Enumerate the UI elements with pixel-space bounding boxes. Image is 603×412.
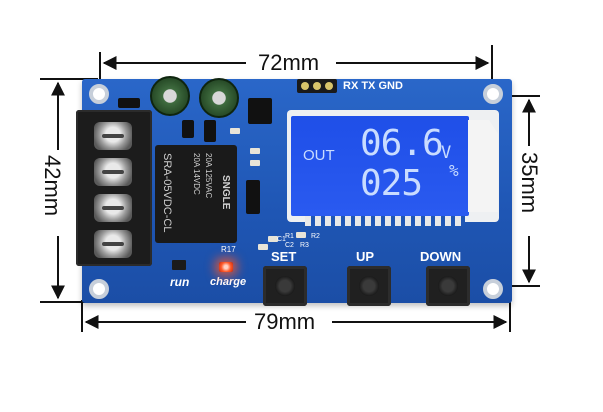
label-up: UP bbox=[356, 249, 375, 264]
dimension-bottom-width: 79mm bbox=[254, 309, 316, 334]
lcd-voltage-unit: V bbox=[441, 143, 452, 163]
diode-d1 bbox=[204, 120, 216, 142]
smd-resistor-3 bbox=[250, 160, 260, 166]
lcd-percent-unit: % bbox=[449, 161, 459, 180]
electrolytic-capacitor-2 bbox=[199, 78, 239, 118]
smd-resistor-4 bbox=[268, 236, 278, 242]
terminal-screw-3 bbox=[94, 194, 132, 222]
smd-resistor-1 bbox=[230, 128, 240, 134]
smd-resistor-2 bbox=[250, 148, 260, 154]
set-button[interactable] bbox=[263, 266, 307, 306]
label-charge: charge bbox=[210, 276, 247, 288]
lcd-backlight-tab bbox=[468, 120, 498, 212]
label-down: DOWN bbox=[420, 249, 462, 264]
transistor-top bbox=[118, 98, 140, 108]
dimension-left-height: 42mm bbox=[40, 155, 65, 217]
terminal-screw-1 bbox=[94, 122, 132, 150]
electrolytic-capacitor-1 bbox=[150, 76, 190, 116]
lcd-display bbox=[291, 116, 469, 216]
screw-terminal-block bbox=[76, 110, 152, 266]
label-set: SET bbox=[271, 249, 297, 264]
label-run: run bbox=[170, 275, 190, 289]
diode-d2 bbox=[182, 120, 194, 138]
component-side bbox=[246, 180, 260, 214]
mounting-hole-top-right bbox=[483, 84, 503, 104]
dimension-right-height: 35mm bbox=[517, 152, 542, 214]
label-c1: C1 bbox=[277, 236, 286, 243]
relay-rating-2: 20A 125VAC bbox=[204, 153, 213, 199]
label-r3: R3 bbox=[300, 242, 309, 249]
mounting-hole-bottom-right bbox=[483, 279, 503, 299]
relay-model: SRA-05VDC-CL bbox=[161, 153, 173, 233]
charge-led bbox=[219, 262, 233, 272]
label-r1: R1 bbox=[285, 233, 294, 240]
down-button[interactable] bbox=[426, 266, 470, 306]
lcd-percent-value: 025 bbox=[360, 163, 423, 204]
smd-resistor-6 bbox=[258, 244, 268, 250]
mounting-hole-bottom-left bbox=[89, 279, 109, 299]
relay-brand: SNGLE bbox=[220, 175, 231, 210]
ic-chip bbox=[248, 98, 272, 124]
up-button[interactable] bbox=[347, 266, 391, 306]
dimension-top-width: 72mm bbox=[258, 50, 320, 75]
smd-transistor-run bbox=[172, 260, 186, 270]
label-r17: R17 bbox=[221, 245, 236, 254]
lcd-out-label: OUT bbox=[303, 147, 335, 164]
lcd-voltage-value: 06.6 bbox=[360, 123, 444, 164]
serial-header-label: RX TX GND bbox=[343, 80, 403, 92]
terminal-screw-4 bbox=[94, 230, 132, 258]
label-r2: R2 bbox=[311, 233, 320, 240]
label-c2: C2 bbox=[285, 242, 294, 249]
serial-header-pins bbox=[297, 79, 337, 93]
lcd-pins bbox=[305, 216, 465, 226]
terminal-screw-2 bbox=[94, 158, 132, 186]
smd-resistor-5 bbox=[296, 232, 306, 238]
relay-rating-1: 20A 14VDC bbox=[192, 153, 201, 195]
mounting-hole-top-left bbox=[89, 84, 109, 104]
relay: SRA-05VDC-CL 20A 14VDC 20A 125VAC SNGLE bbox=[155, 145, 237, 243]
